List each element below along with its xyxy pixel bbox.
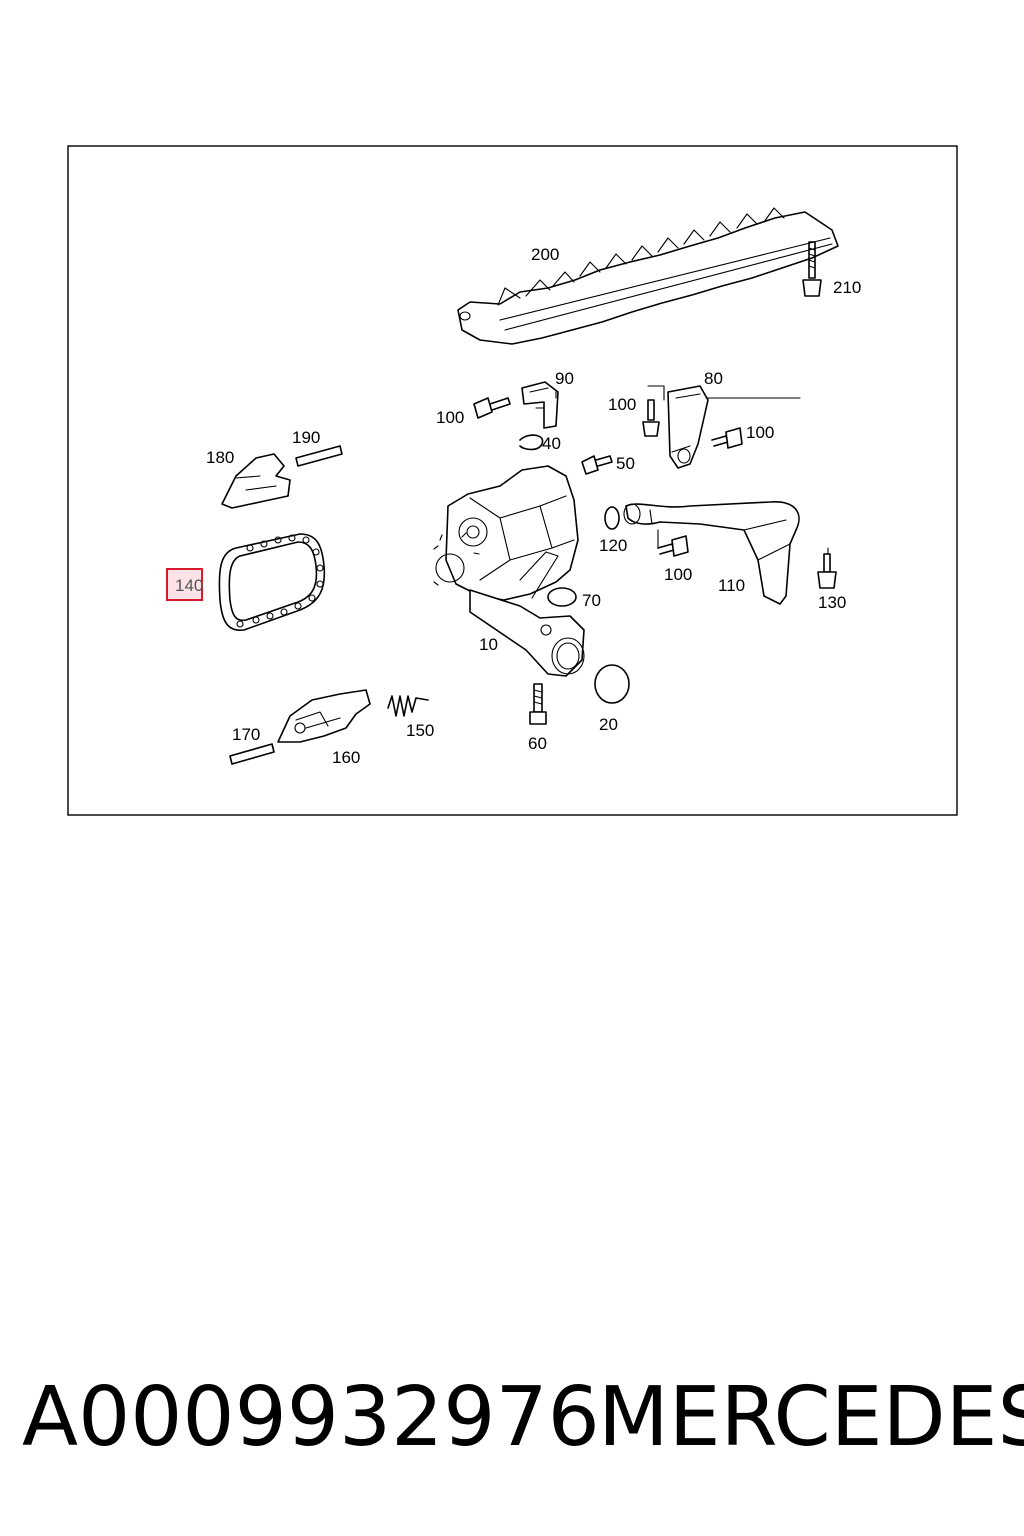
- callout-100-d[interactable]: 100: [664, 565, 692, 584]
- callout-100-b[interactable]: 100: [608, 395, 636, 414]
- callout-140[interactable]: 140: [175, 576, 203, 595]
- part-100-bolt-b[interactable]: [642, 399, 660, 437]
- callout-40[interactable]: 40: [542, 434, 561, 453]
- caption: A0009932976 MERCEDES: [0, 1370, 1024, 1470]
- callout-140-highlight[interactable]: 140: [166, 568, 203, 601]
- part-80-cover[interactable]: [667, 385, 709, 469]
- callout-200[interactable]: 200: [531, 245, 559, 264]
- callout-190[interactable]: 190: [292, 428, 320, 447]
- leader-lines: [555, 385, 829, 555]
- part-10-oil-pump[interactable]: [433, 465, 585, 677]
- part-150-spring[interactable]: [387, 695, 429, 717]
- callout-60[interactable]: 60: [528, 734, 547, 753]
- diagram-frame: [67, 145, 958, 816]
- part-100-bolt-d[interactable]: [657, 535, 689, 557]
- part-130-bolt[interactable]: [817, 553, 837, 589]
- callout-50[interactable]: 50: [616, 454, 635, 473]
- part-60-bolt[interactable]: [529, 683, 547, 725]
- part-40-clip[interactable]: [519, 434, 544, 451]
- callout-150[interactable]: 150: [406, 721, 434, 740]
- brand-name: MERCEDES: [598, 1370, 1024, 1465]
- callout-10[interactable]: 10: [479, 635, 498, 654]
- callout-120[interactable]: 120: [599, 536, 627, 555]
- callout-90[interactable]: 90: [555, 369, 574, 388]
- part-50-bolt[interactable]: [581, 455, 613, 475]
- part-70-o-ring[interactable]: [547, 587, 577, 607]
- callout-100-c[interactable]: 100: [746, 423, 774, 442]
- part-170-pin[interactable]: [229, 743, 275, 765]
- callout-180[interactable]: 180: [206, 448, 234, 467]
- part-20-seal[interactable]: [594, 664, 630, 704]
- highlight-box: [166, 568, 203, 601]
- callout-70[interactable]: 70: [582, 591, 601, 610]
- callout-210[interactable]: 210: [833, 278, 861, 297]
- callout-160[interactable]: 160: [332, 748, 360, 767]
- callout-110[interactable]: 110: [718, 576, 745, 595]
- part-210-bolt[interactable]: [802, 241, 822, 297]
- part-140-chain[interactable]: [218, 533, 326, 631]
- callouts: 200 210 90 80 100 100 100 40 50 180 190 …: [206, 245, 861, 767]
- part-120-o-ring[interactable]: [604, 506, 620, 530]
- part-number: A0009932976: [22, 1370, 600, 1465]
- part-200-baffle[interactable]: [457, 207, 839, 345]
- callout-100-a[interactable]: 100: [436, 408, 464, 427]
- part-90-bracket[interactable]: [521, 381, 559, 429]
- part-100-bolt-a[interactable]: [473, 397, 511, 419]
- part-100-bolt-c[interactable]: [711, 427, 743, 449]
- part-180-guide[interactable]: [221, 453, 291, 509]
- part-110-pipe[interactable]: [623, 501, 800, 605]
- callout-20[interactable]: 20: [599, 715, 618, 734]
- part-160-tensioner-rail[interactable]: [277, 689, 371, 743]
- callout-130[interactable]: 130: [818, 593, 846, 612]
- part-190-pin[interactable]: [295, 445, 343, 467]
- callout-170[interactable]: 170: [232, 725, 260, 744]
- callout-80[interactable]: 80: [704, 369, 723, 388]
